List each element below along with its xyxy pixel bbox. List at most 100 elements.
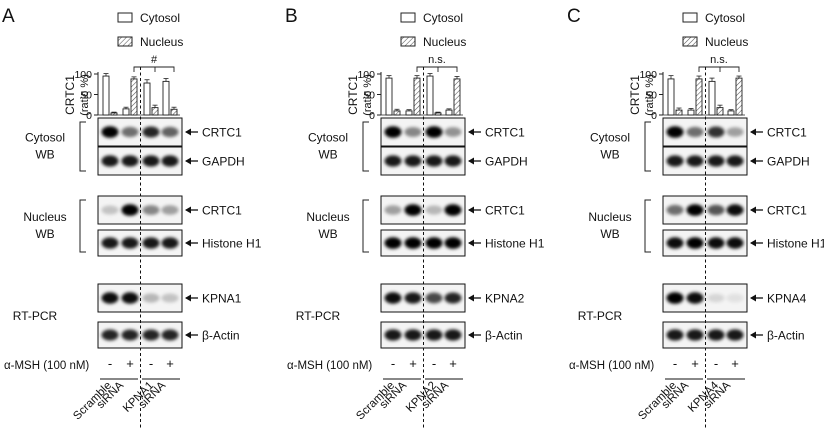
- panel-letter: A: [2, 6, 15, 27]
- bar-ylabel-line2: (ratio %): [79, 74, 91, 116]
- blot-band: [142, 205, 160, 215]
- treatment-mark: -: [432, 356, 436, 371]
- blot-band: [161, 126, 179, 138]
- blot-band: [404, 204, 422, 216]
- blot-band: [142, 293, 160, 303]
- blot-row: β-Actin: [380, 321, 523, 349]
- blot-target-label: CRTC1: [202, 126, 242, 140]
- blot-band: [142, 329, 160, 341]
- significance-bracket: n.s.: [698, 54, 740, 72]
- compartment-method: WB: [600, 148, 619, 162]
- significance-bracket: #: [133, 54, 175, 72]
- bar-nucleus: [110, 112, 118, 116]
- blot-band: [142, 237, 160, 249]
- blot-band: [444, 237, 462, 249]
- bar-nucleus: [413, 77, 421, 116]
- compartment-label: RT-PCR: [296, 309, 341, 323]
- compartment-method: WB: [35, 148, 54, 162]
- compartment-label: Nucleus: [23, 210, 66, 224]
- arrow-head: [185, 128, 191, 136]
- bar-nucleus: [453, 78, 461, 116]
- compartment-bracket: [362, 199, 369, 253]
- blot-band: [666, 329, 684, 341]
- treatment-label: α-MSH (100 nM): [4, 360, 89, 372]
- significance-label: n.s.: [710, 54, 728, 66]
- blot-band: [444, 292, 462, 304]
- blot-row: β-Actin: [662, 321, 805, 349]
- blot-band: [101, 126, 119, 138]
- blot-band: [121, 292, 139, 304]
- blot-target-label: GAPDH: [767, 155, 810, 169]
- blot-row: KPNA2: [380, 283, 525, 313]
- blot-band: [726, 329, 744, 341]
- treatment-mark: -: [714, 356, 718, 371]
- legend-swatch-nucleus: [682, 36, 698, 47]
- y-tick-label: 50: [363, 90, 375, 102]
- bar-ylabel-line2: (ratio %): [362, 74, 374, 116]
- arrow-head: [468, 294, 474, 302]
- compartment-bracket: [79, 121, 86, 172]
- blot-target-label: GAPDH: [485, 155, 528, 169]
- bar-ylabel-line1: CRTC1: [63, 75, 77, 115]
- blot-band: [161, 205, 179, 215]
- blot-band: [384, 155, 402, 167]
- bar-nucleus: [130, 78, 138, 116]
- blot-band: [686, 292, 704, 304]
- blot-target-label: CRTC1: [202, 204, 242, 218]
- blot-target-label: β-Actin: [767, 329, 805, 343]
- significance-label: #: [151, 54, 158, 66]
- blot-band: [425, 292, 443, 304]
- bar-nucleus: [716, 107, 724, 116]
- blot-band: [425, 329, 443, 341]
- blot-row: CRTC1: [380, 195, 525, 225]
- significance-label: n.s.: [428, 54, 446, 66]
- y-tick-label: 0: [651, 110, 657, 122]
- blot-band: [686, 126, 704, 138]
- blot-target-label: CRTC1: [767, 126, 807, 140]
- blot-band: [444, 329, 462, 341]
- blot-band: [686, 237, 704, 249]
- blot-band: [101, 205, 119, 215]
- bar-cytosol: [687, 109, 695, 116]
- blot-row: CRTC1: [97, 195, 242, 225]
- arrow-head: [750, 331, 756, 339]
- blot-row: KPNA4: [662, 283, 807, 313]
- compartment-label: Nucleus: [306, 210, 349, 224]
- compartment-method: WB: [318, 227, 337, 241]
- arrow-head: [185, 294, 191, 302]
- arrow-head: [468, 331, 474, 339]
- blot-band: [404, 155, 422, 167]
- blot-band: [444, 204, 462, 216]
- bar-cytosol: [143, 82, 151, 116]
- legend-label-nucleus: Nucleus: [140, 35, 183, 49]
- panel-letter: C: [567, 6, 581, 27]
- blot-target-label: KPNA2: [485, 292, 525, 306]
- arrow-head: [468, 128, 474, 136]
- blot-band: [666, 155, 684, 167]
- bar-nucleus: [735, 77, 743, 116]
- blot-band: [101, 237, 119, 249]
- blot-target-label: Histone H1: [202, 237, 262, 251]
- compartment-bracket: [644, 121, 651, 172]
- treatment-mark: -: [149, 356, 153, 371]
- treatment-mark: +: [409, 356, 417, 371]
- legend-swatch-cytosol: [117, 12, 133, 23]
- blot-band: [121, 126, 139, 138]
- blot-band: [707, 204, 725, 216]
- significance-bracket: n.s.: [416, 54, 458, 72]
- bar-ylabel-line1: CRTC1: [346, 75, 360, 115]
- bar-cytosol: [445, 109, 453, 116]
- bar-nucleus: [675, 109, 683, 116]
- blot-band: [404, 292, 422, 304]
- arrow-head: [185, 239, 191, 247]
- compartment-method: WB: [600, 227, 619, 241]
- blot-band: [121, 237, 139, 249]
- blot-band: [707, 329, 725, 341]
- blot-target-label: CRTC1: [767, 204, 807, 218]
- blot-row: GAPDH: [97, 146, 245, 176]
- bar-nucleus: [434, 112, 442, 116]
